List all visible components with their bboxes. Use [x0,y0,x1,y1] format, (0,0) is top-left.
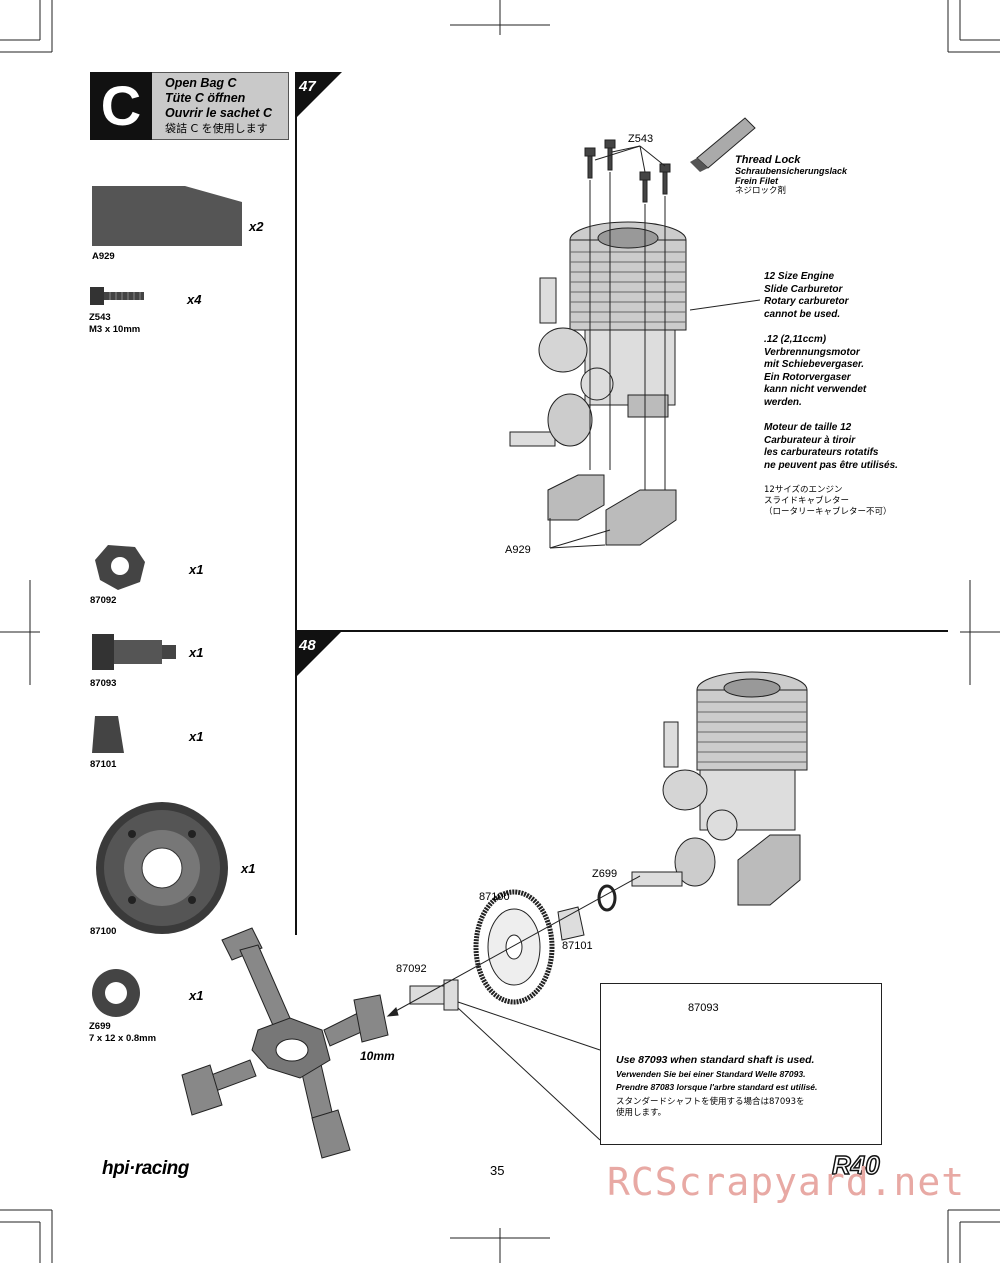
step47-engine [509,221,687,546]
step-48-number: 48 [299,637,316,654]
engine-note-fr-4: ne peuvent pas être utilisés. [764,459,898,471]
step48-washer [597,884,617,912]
engine-note-de: .12 (2,11ccm) Verbrennungsmotor mit Schi… [764,334,964,409]
step48-engine [631,671,808,906]
engine-note-jp: 12サイズのエンジン スライドキャブレター （ロータリーキャブレター不可） [764,485,964,518]
part-code-87101: 87101 [90,759,117,770]
bag-letter: C [90,72,152,140]
step48-label-87100: 87100 [479,891,510,903]
thread-lock-label: Thread Lock Schraubensicherungslack Frei… [735,154,847,197]
thread-lock-de: Schraubensicherungslack [735,166,848,176]
part-code-87092: 87092 [90,595,117,606]
thread-lock-tube [690,117,756,172]
part-qty-z543: x4 [187,292,202,307]
engine-note-en-3: Rotary carburetor [764,296,849,307]
part-z699 [92,969,140,1017]
shaft-note-jp-1: スタンダードシャフトを使用する場合は87093を [616,1097,805,1107]
part-size-z543: M3 x 10mm [89,324,141,335]
engine-note-de-2: Verbrennungsmotor [764,346,860,358]
part-87093 [92,634,176,670]
part-size-z699: 7 x 12 x 0.8mm [89,1033,157,1044]
engine-note: 12 Size Engine Slide Carburetor Rotary c… [764,271,964,518]
watermark: RCScrapyard.net [607,1160,966,1204]
step48-label-87101: 87101 [562,940,593,952]
step48-flywheel [473,889,555,1005]
engine-note-en-2: Slide Carburetor [764,283,843,295]
bag-line-jp: 袋詰 C を使用します [165,122,268,135]
shaft-note-en: Use 87093 when standard shaft is used. [616,1054,815,1066]
engine-note-jp-3: （ロータリーキャブレター不可） [764,507,892,517]
part-code-z699: Z699 [89,1021,111,1032]
part-qty-a929: x2 [249,219,264,234]
cross-wrench [181,927,389,1159]
shaft-note-jp-2: 使用します。 [616,1108,667,1118]
bag-instructions: Open Bag C Tüte C öffnen Ouvrir le sache… [165,76,272,136]
part-code-87093: 87093 [90,678,117,689]
step48-leader-lines [386,875,641,1141]
part-87100 [96,802,228,934]
part-qty-87100: x1 [241,861,256,876]
screw-z543 [90,287,144,305]
part-qty-87092: x1 [189,562,204,577]
part-87092 [95,545,145,590]
shaft-note-part: 87093 [688,1002,719,1014]
engine-note-de-6: werden. [764,396,802,408]
part-code-87100: 87100 [90,926,117,937]
part-87101 [92,716,124,753]
part-code-a929: A929 [92,251,115,262]
shaft-note-de: Verwenden Sie bei einer Standard Welle 8… [616,1069,806,1079]
engine-note-fr-2: Carburateur à tiroir [764,434,856,446]
bag-line-fr: Ouvrir le sachet C [165,106,272,120]
wrench-size-label: 10mm [360,1049,395,1063]
engine-note-en: 12 Size Engine Slide Carburetor Rotary c… [764,271,964,321]
shaft-note-fr: Prendre 87083 lorsque l'arbre standard e… [616,1082,818,1092]
step47-screws [584,139,671,203]
engine-note-en-4: cannot be used. [764,308,841,320]
bag-line-de: Tüte C öffnen [165,91,246,105]
foam-pad-a929 [92,186,242,246]
part-qty-87093: x1 [189,645,204,660]
step-47-number: 47 [299,78,316,95]
shaft-note-box [600,983,882,1145]
engine-note-jp-2: スライドキャブレター [764,496,850,506]
thread-lock-fr: Frein Filet [735,176,779,186]
engine-note-de-1: .12 (2,11ccm) [764,334,827,345]
step47-leader-lines [549,145,761,549]
engine-note-de-4: Ein Rotorvergaser [764,371,851,383]
step47-label-z543: Z543 [628,133,654,145]
product-logo: R40 [831,1149,880,1181]
bag-line-en: Open Bag C [165,76,237,90]
engine-note-jp-1: 12サイズのエンジン [764,485,843,495]
page-number: 35 [490,1163,505,1178]
step48-nut [409,979,459,1011]
step-47-flag [296,72,342,118]
step48-label-87092: 87092 [396,963,427,975]
part-code-z543: Z543 [89,312,111,323]
engine-note-fr-3: les carburateurs rotatifs [764,447,879,458]
engine-note-fr: Moteur de taille 12 Carburateur à tiroir… [764,422,964,472]
step47-label-a929: A929 [505,544,531,556]
part-qty-z699: x1 [189,988,204,1003]
thread-lock-jp: ネジロック剤 [735,186,787,196]
shaft-note-text: Use 87093 when standard shaft is used. V… [616,1054,878,1119]
engine-note-de-3: mit Schiebevergaser. [764,359,865,370]
thread-lock-title: Thread Lock [735,154,801,166]
engine-note-de-5: kann nicht verwendet [764,384,867,395]
engine-note-fr-1: Moteur de taille 12 [764,422,852,433]
part-qty-87101: x1 [189,729,204,744]
engine-note-en-1: 12 Size Engine [764,271,835,282]
step-48-flag [296,631,342,677]
step48-collet [557,906,585,941]
brand-logo: hpi·racing [102,1158,189,1179]
step48-label-z699: Z699 [592,868,618,880]
